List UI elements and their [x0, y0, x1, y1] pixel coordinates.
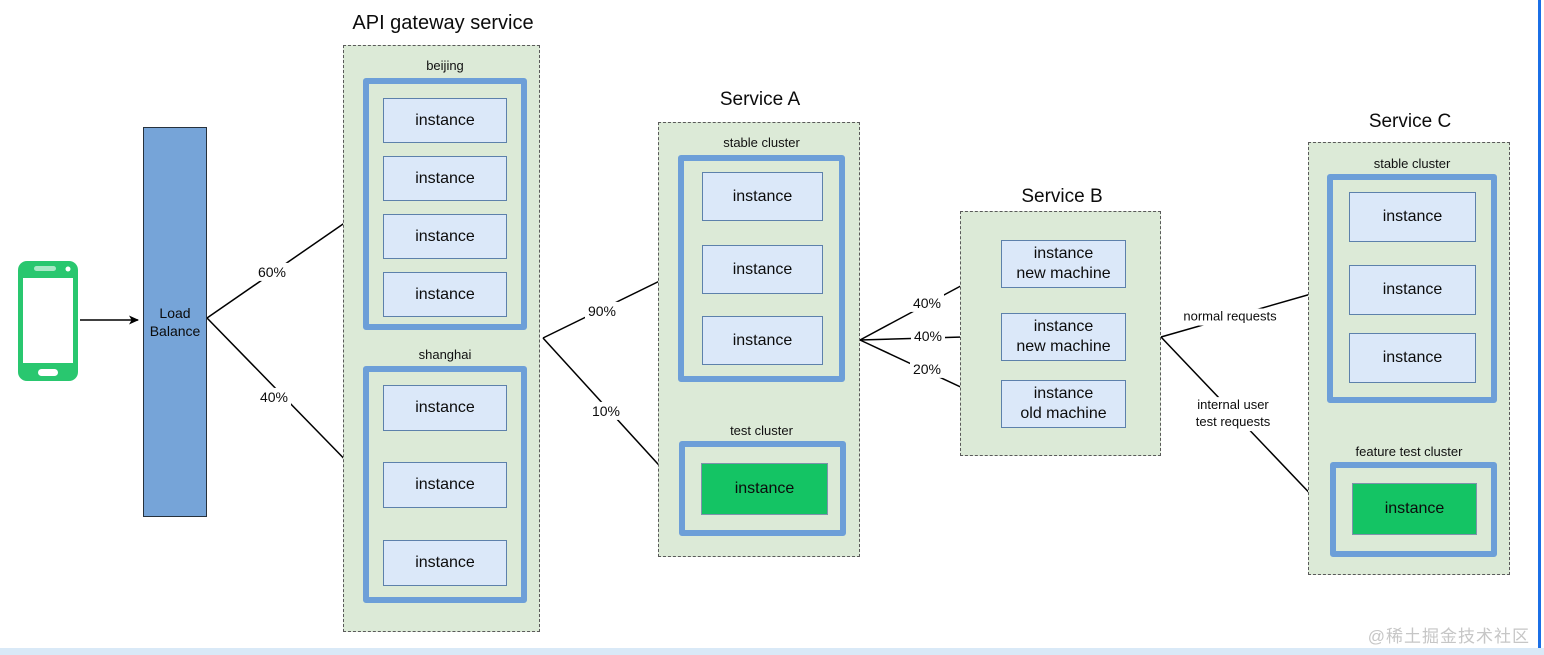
service-a-test-label: test cluster	[730, 423, 793, 438]
window-edge-bottom	[0, 648, 1544, 655]
mobile-phone-icon	[18, 261, 78, 381]
edge-label-10: 10%	[588, 401, 624, 421]
service-c-stable-label: stable cluster	[1373, 156, 1451, 171]
instance-box: instance	[702, 316, 823, 365]
instance-box: instance	[1349, 192, 1476, 242]
instance-box: instance	[383, 385, 507, 431]
service-a-stable-frame	[678, 155, 845, 382]
edge-label-internal-test-requests: internal user test requests	[1192, 397, 1274, 431]
instance-box: instance new machine	[1001, 313, 1126, 361]
service-a-title: Service A	[719, 89, 801, 110]
instance-box: instance	[383, 156, 507, 201]
beijing-cluster-frame	[363, 78, 527, 330]
instance-box: instance new machine	[1001, 240, 1126, 288]
service-c-stable-frame	[1327, 174, 1497, 403]
service-a-test-frame	[679, 441, 846, 536]
instance-box-green: instance	[1352, 483, 1477, 535]
edge-label-90: 90%	[584, 301, 620, 321]
instance-box: instance	[383, 540, 507, 586]
watermark: @稀土掘金技术社区	[1367, 627, 1530, 646]
instance-box: instance	[702, 172, 823, 221]
instance-box: instance	[383, 98, 507, 143]
edge-label-40-new1: 40%	[909, 293, 945, 313]
beijing-cluster-label: beijing	[426, 58, 464, 73]
edge-label-40-new2: 40%	[910, 326, 946, 346]
service-c-title: Service C	[1368, 111, 1452, 132]
instance-box: instance	[1349, 265, 1476, 315]
shanghai-cluster-label: shanghai	[418, 347, 472, 362]
load-balancer-label: Load Balance	[149, 304, 201, 339]
shanghai-cluster-frame	[363, 366, 527, 603]
load-balancer: Load Balance	[143, 127, 207, 517]
edge-label-normal-requests: normal requests	[1180, 308, 1280, 326]
instance-box: instance	[1349, 333, 1476, 383]
instance-box: instance	[383, 272, 507, 317]
instance-box: instance	[383, 462, 507, 508]
instance-box-green: instance	[701, 463, 828, 515]
window-edge-right	[1538, 0, 1541, 655]
edge-label-20-old: 20%	[909, 359, 945, 379]
service-c-feature-test-frame	[1330, 462, 1497, 557]
service-b-title: Service B	[1021, 186, 1103, 207]
instance-box: instance	[383, 214, 507, 259]
instance-box: instance	[702, 245, 823, 294]
service-c-feature-test-label: feature test cluster	[1355, 444, 1463, 459]
service-a-stable-label: stable cluster	[723, 135, 800, 150]
edge-label-60: 60%	[254, 262, 290, 282]
api-gateway-title: API gateway service	[352, 12, 534, 34]
instance-box: instance old machine	[1001, 380, 1126, 428]
edge-label-40: 40%	[256, 387, 292, 407]
